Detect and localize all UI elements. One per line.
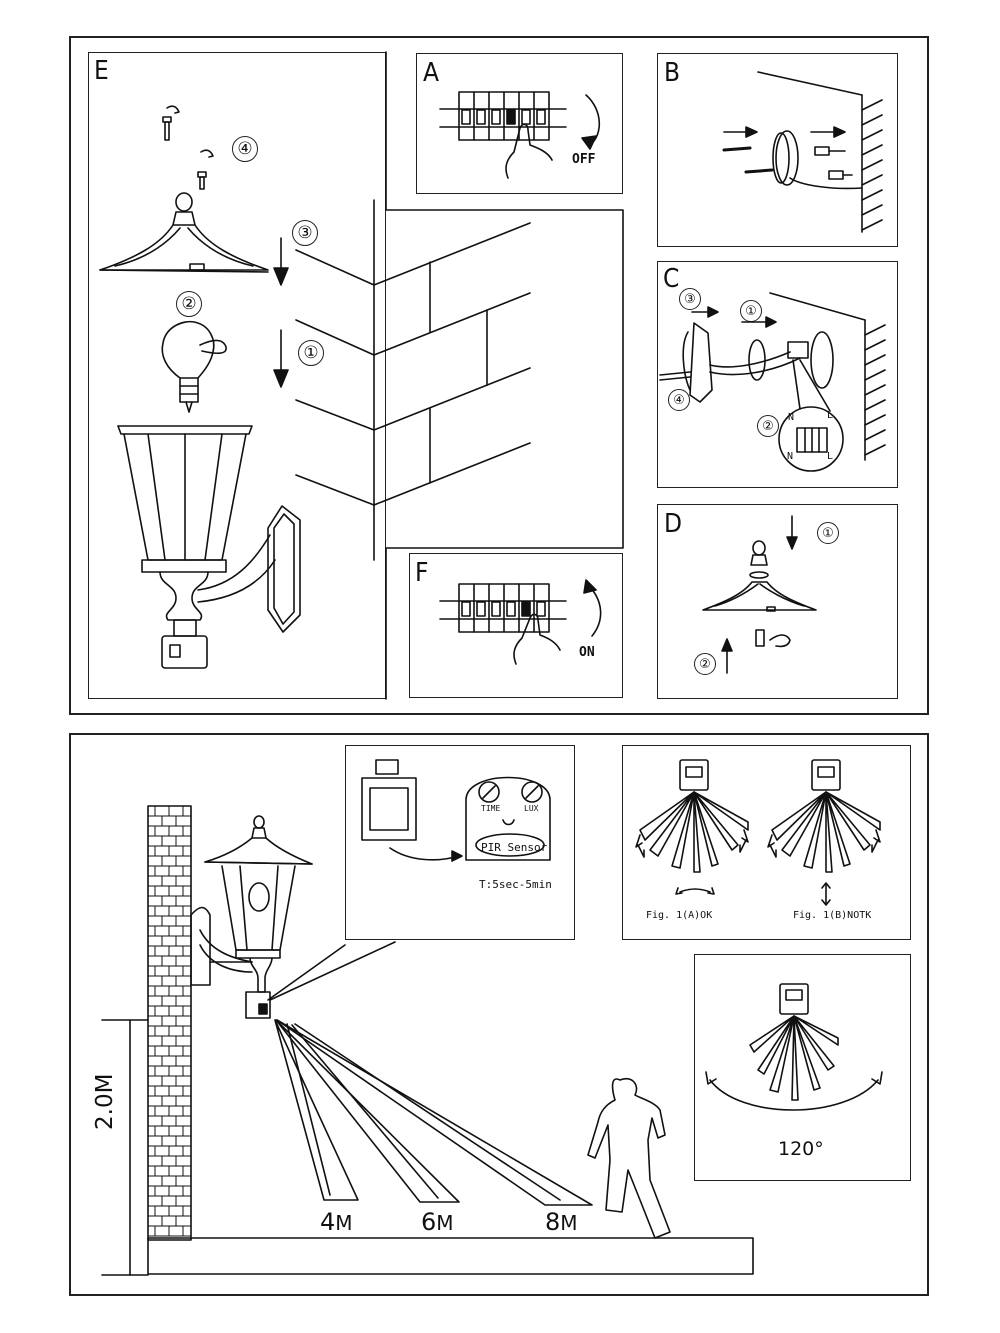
- on-label: ON: [579, 645, 595, 660]
- e-arrows: [273, 237, 289, 388]
- terminal-l-top: L: [827, 410, 834, 421]
- angle-art: [705, 983, 883, 1111]
- angle-label: 120°: [778, 1138, 824, 1160]
- height-dimension: [101, 1019, 149, 1276]
- panel-f: [409, 553, 623, 698]
- person-figure: [587, 1077, 671, 1239]
- c-step-4-marker: ④: [668, 389, 690, 411]
- panel-b-letter: B: [664, 58, 681, 88]
- time-knob-label: TIME: [481, 804, 501, 813]
- e-bulb: [161, 320, 227, 413]
- distance-8m: 8M: [545, 1208, 578, 1236]
- a-breaker: [439, 91, 601, 179]
- panel-b: [657, 53, 898, 247]
- e-wall-brick: [295, 51, 624, 700]
- e-lantern: [117, 425, 301, 669]
- fig-a-label: Fig. 1(A)OK: [646, 910, 713, 921]
- c-step-2-marker: ②: [757, 415, 779, 437]
- d-step-2-marker: ②: [694, 653, 716, 675]
- detection-zones: [274, 1019, 593, 1206]
- sensor-coverage-frame: [69, 733, 929, 1296]
- lux-knob-label: LUX: [524, 804, 539, 813]
- sensor-callout: [267, 941, 396, 1001]
- timer-range-label: T:5sec-5min: [479, 878, 552, 891]
- distance-6m: 6M: [421, 1208, 454, 1236]
- installation-steps-frame: [69, 36, 929, 715]
- step-3-marker: ③: [292, 220, 318, 246]
- b-mounting: [722, 71, 883, 233]
- f-breaker: [439, 579, 602, 665]
- orientation-panel: [622, 745, 911, 940]
- step-1-marker: ①: [298, 340, 324, 366]
- mounted-lamp: [190, 815, 313, 1019]
- step-2-marker: ②: [176, 291, 202, 317]
- d-step-1-marker: ①: [817, 522, 839, 544]
- terminal-n-bottom: N: [787, 451, 794, 462]
- panel-e-letter: E: [94, 56, 109, 86]
- c-step-3-marker: ③: [679, 288, 701, 310]
- panel-d-letter: D: [664, 509, 683, 539]
- sensor-module-art: [361, 759, 551, 862]
- fig-b-label: Fig. 1(B)NOTK: [793, 910, 872, 921]
- panel-c-letter: C: [663, 264, 680, 294]
- d-cover-assembly: [702, 515, 817, 674]
- c-wiring: [659, 292, 886, 472]
- orientation-art: [635, 759, 881, 906]
- terminal-n-top: N: [788, 412, 795, 423]
- brick-rows: [147, 805, 192, 1237]
- terminal-l-bottom: L: [827, 451, 834, 462]
- step-4-marker: ④: [232, 136, 258, 162]
- ground-slab: [147, 1237, 754, 1275]
- panel-a-letter: A: [423, 58, 439, 88]
- e-screws: [162, 105, 214, 190]
- panel-f-letter: F: [415, 558, 429, 588]
- distance-4m: 4M: [320, 1208, 353, 1236]
- off-label: OFF: [572, 152, 596, 167]
- e-lamp-roof: [99, 192, 269, 273]
- pir-sensor-label: PIR Sensor: [481, 841, 548, 854]
